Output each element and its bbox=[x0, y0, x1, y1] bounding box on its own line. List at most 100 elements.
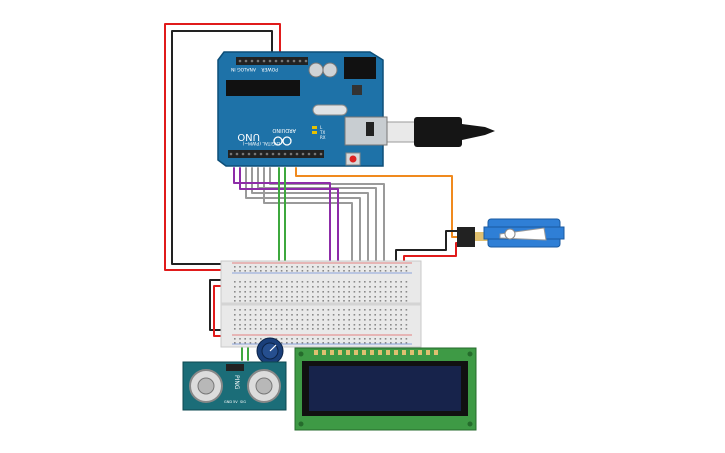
breadboard-hole bbox=[384, 319, 387, 321]
breadboard-hole bbox=[265, 296, 267, 298]
wire-black-gnd[interactable] bbox=[171, 30, 273, 265]
breadboard-hole bbox=[301, 314, 304, 316]
breadboard-hole bbox=[296, 342, 298, 344]
breadboard-hole bbox=[312, 324, 314, 326]
breadboard-hole bbox=[343, 319, 345, 321]
lcd-pin bbox=[418, 350, 422, 355]
breadboard-hole bbox=[291, 314, 293, 316]
breadboard-hole bbox=[405, 324, 408, 326]
breadboard-hole bbox=[286, 270, 288, 272]
breadboard-hole bbox=[405, 300, 408, 302]
breadboard-hole bbox=[286, 314, 288, 316]
regulator bbox=[352, 85, 362, 95]
breadboard-hole bbox=[280, 319, 283, 321]
breadboard-hole bbox=[234, 270, 236, 272]
breadboard-hole bbox=[384, 266, 387, 268]
breadboard-hole bbox=[286, 291, 288, 293]
breadboard-hole bbox=[296, 296, 298, 298]
breadboard-hole bbox=[254, 342, 257, 344]
breadboard-hole bbox=[379, 266, 382, 268]
lcd-pin bbox=[354, 350, 358, 355]
breadboard-hole bbox=[275, 319, 278, 321]
breadboard-hole bbox=[400, 281, 402, 283]
wire-orange-servo[interactable] bbox=[295, 167, 463, 238]
breadboard-hole bbox=[270, 270, 272, 272]
breadboard-hole bbox=[405, 319, 408, 321]
breadboard-hole bbox=[364, 300, 366, 302]
breadboard-hole bbox=[280, 324, 283, 326]
breadboard-hole bbox=[322, 270, 324, 272]
breadboard-hole bbox=[280, 291, 283, 293]
breadboard-hole bbox=[244, 342, 246, 344]
breadboard-hole bbox=[260, 300, 262, 302]
breadboard-hole bbox=[301, 281, 304, 283]
servo-horn-hub bbox=[504, 228, 516, 240]
breadboard-hole bbox=[301, 296, 304, 298]
breadboard-hole bbox=[395, 328, 397, 330]
wire-black-servo[interactable] bbox=[395, 230, 463, 267]
breadboard-hole bbox=[275, 266, 278, 268]
servo-motor[interactable] bbox=[457, 218, 565, 248]
breadboard-hole bbox=[317, 319, 319, 321]
breadboard-hole bbox=[405, 270, 408, 272]
arduino-uno[interactable]: UNO ARDUINO DIGITAL (PWM~) POWER ANALOG … bbox=[217, 51, 495, 167]
breadboard[interactable] bbox=[220, 260, 422, 348]
breadboard-hole bbox=[353, 319, 356, 321]
breadboard-hole bbox=[275, 300, 278, 302]
breadboard-hole bbox=[296, 291, 298, 293]
breadboard-hole bbox=[270, 291, 272, 293]
breadboard-hole bbox=[405, 314, 408, 316]
breadboard-hole bbox=[364, 324, 366, 326]
breadboard-hole bbox=[301, 286, 304, 288]
breadboard-hole bbox=[322, 342, 324, 344]
breadboard-hole bbox=[296, 328, 298, 330]
breadboard-hole bbox=[244, 314, 246, 316]
breadboard-hole bbox=[234, 328, 236, 330]
breadboard-hole bbox=[348, 296, 350, 298]
potentiometer[interactable] bbox=[256, 337, 284, 365]
breadboard-hole bbox=[369, 296, 371, 298]
breadboard-hole bbox=[405, 286, 408, 288]
breadboard-hole bbox=[317, 309, 319, 311]
breadboard-hole bbox=[317, 338, 319, 340]
breadboard-hole bbox=[239, 328, 241, 330]
breadboard-hole bbox=[338, 296, 340, 298]
breadboard-hole bbox=[260, 296, 262, 298]
breadboard-hole bbox=[338, 319, 340, 321]
breadboard-hole bbox=[306, 281, 309, 283]
lcd-pin bbox=[426, 350, 430, 355]
breadboard-hole bbox=[343, 300, 345, 302]
breadboard-hole bbox=[275, 286, 278, 288]
ultrasonic-sensor[interactable]: PING GND 5V SIG bbox=[182, 361, 287, 411]
breadboard-hole bbox=[260, 266, 262, 268]
breadboard-hole bbox=[291, 291, 293, 293]
breadboard-hole bbox=[338, 314, 340, 316]
breadboard-hole bbox=[338, 309, 340, 311]
breadboard-hole bbox=[275, 296, 278, 298]
sensor-pin-label-sig: SIG bbox=[240, 400, 246, 404]
breadboard-hole bbox=[249, 342, 252, 344]
lcd-pin bbox=[322, 350, 326, 355]
breadboard-hole bbox=[249, 314, 252, 316]
breadboard-hole bbox=[291, 324, 293, 326]
breadboard-hole bbox=[239, 314, 241, 316]
led-l bbox=[312, 126, 317, 129]
breadboard-hole bbox=[348, 281, 350, 283]
breadboard-hole bbox=[260, 314, 262, 316]
breadboard-hole bbox=[348, 270, 350, 272]
breadboard-hole bbox=[265, 314, 267, 316]
breadboard-hole bbox=[254, 309, 257, 311]
breadboard-hole bbox=[358, 281, 361, 283]
breadboard-hole bbox=[364, 309, 366, 311]
breadboard-hole bbox=[239, 270, 241, 272]
breadboard-hole bbox=[358, 338, 361, 340]
breadboard-hole bbox=[270, 266, 272, 268]
reset-button-cap[interactable] bbox=[349, 155, 357, 163]
breadboard-hole bbox=[296, 319, 298, 321]
breadboard-hole bbox=[280, 281, 283, 283]
lcd-display[interactable] bbox=[294, 347, 477, 431]
capacitor-2 bbox=[322, 62, 338, 78]
breadboard-hole bbox=[280, 338, 283, 340]
wire-red-5v[interactable] bbox=[164, 23, 281, 271]
breadboard-hole bbox=[317, 324, 319, 326]
